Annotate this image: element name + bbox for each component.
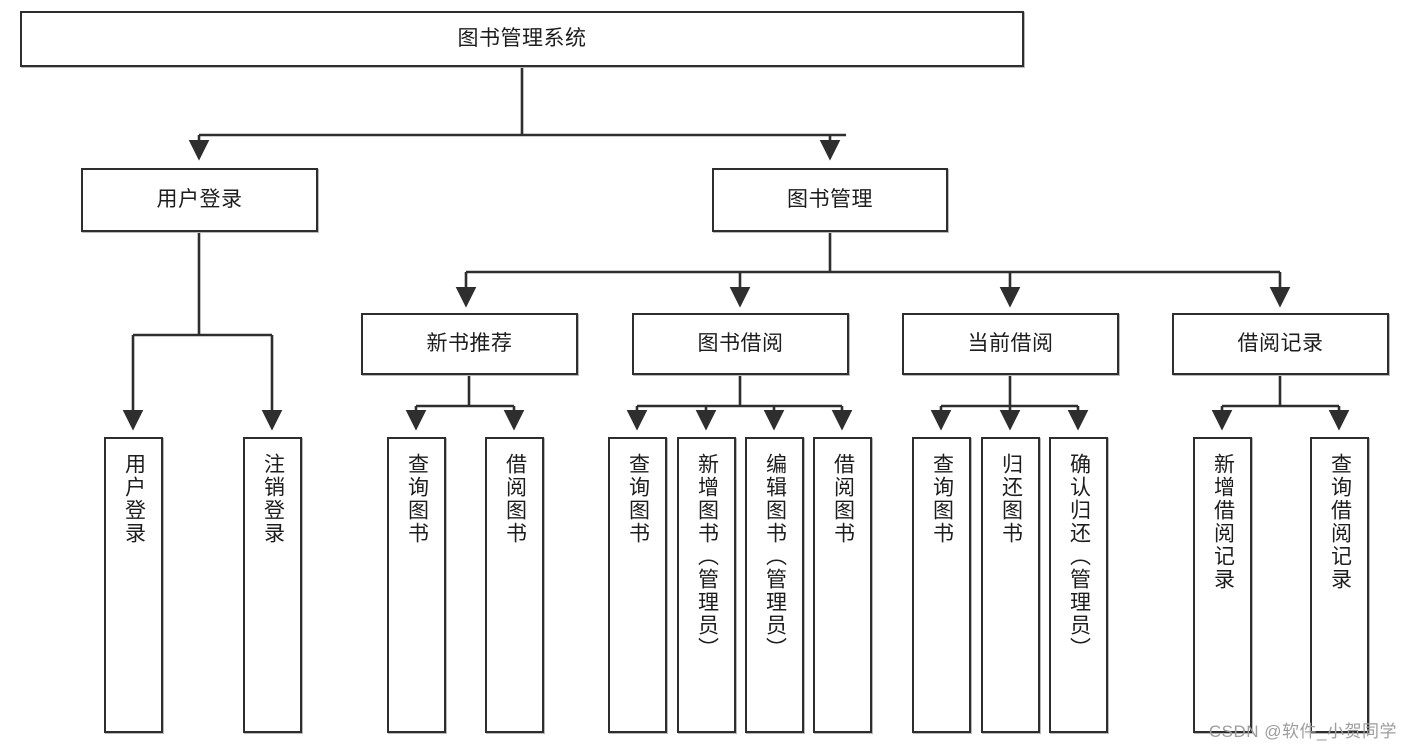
node-leaf-newbook-query-book-label: 查询图书 — [405, 453, 429, 545]
node-leaf-query-borrow-record-label: 查询借阅记录 — [1328, 453, 1352, 591]
node-leaf-confirm-return-admin-label: 确认归还（管理员） — [1067, 453, 1091, 660]
node-new-book-recommend-label: 新书推荐 — [426, 331, 513, 355]
node-current-borrow[interactable]: 当前借阅 — [902, 313, 1119, 375]
node-leaf-newbook-query-book[interactable]: 查询图书 — [387, 437, 446, 733]
node-leaf-add-book-admin-label: 新增图书（管理员） — [695, 453, 719, 660]
node-leaf-return-book-label: 归还图书 — [999, 453, 1023, 545]
node-leaf-borrow-query-book[interactable]: 查询图书 — [608, 437, 667, 733]
node-leaf-current-query-book-label: 查询图书 — [930, 453, 954, 545]
node-current-borrow-label: 当前借阅 — [967, 331, 1054, 355]
node-leaf-logout[interactable]: 注销登录 — [243, 437, 302, 733]
watermark: CSDN @软件_小贺同学 — [1208, 722, 1397, 741]
node-leaf-confirm-return-admin[interactable]: 确认归还（管理员） — [1049, 437, 1108, 733]
node-leaf-user-login[interactable]: 用户登录 — [104, 437, 163, 733]
node-borrow-record-label: 借阅记录 — [1237, 331, 1324, 355]
node-leaf-current-query-book[interactable]: 查询图书 — [912, 437, 971, 733]
node-leaf-logout-label: 注销登录 — [261, 453, 285, 545]
node-user-login[interactable]: 用户登录 — [81, 168, 318, 232]
node-leaf-newbook-borrow-book-label: 借阅图书 — [503, 453, 527, 545]
node-leaf-add-book-admin[interactable]: 新增图书（管理员） — [677, 437, 736, 733]
node-book-management-label: 图书管理 — [787, 187, 873, 211]
node-borrow-record[interactable]: 借阅记录 — [1172, 313, 1389, 375]
node-leaf-user-login-label: 用户登录 — [122, 453, 146, 545]
node-book-management[interactable]: 图书管理 — [712, 168, 948, 232]
node-leaf-borrow-book-label: 借阅图书 — [831, 453, 855, 545]
node-leaf-newbook-borrow-book[interactable]: 借阅图书 — [485, 437, 544, 733]
node-leaf-query-borrow-record[interactable]: 查询借阅记录 — [1310, 437, 1369, 733]
node-leaf-edit-book-admin[interactable]: 编辑图书（管理员） — [745, 437, 804, 733]
node-leaf-borrow-query-book-label: 查询图书 — [626, 453, 650, 545]
node-new-book-recommend[interactable]: 新书推荐 — [361, 313, 578, 375]
node-root[interactable]: 图书管理系统 — [20, 11, 1024, 67]
node-leaf-add-borrow-record-label: 新增借阅记录 — [1211, 453, 1235, 591]
node-root-label: 图书管理系统 — [457, 26, 587, 50]
node-leaf-return-book[interactable]: 归还图书 — [981, 437, 1040, 733]
node-leaf-add-borrow-record[interactable]: 新增借阅记录 — [1193, 437, 1252, 733]
node-leaf-borrow-book[interactable]: 借阅图书 — [813, 437, 872, 733]
node-book-borrow-label: 图书借阅 — [697, 331, 784, 355]
node-user-login-label: 用户登录 — [156, 187, 243, 211]
node-leaf-edit-book-admin-label: 编辑图书（管理员） — [763, 453, 787, 660]
node-book-borrow[interactable]: 图书借阅 — [632, 313, 849, 375]
